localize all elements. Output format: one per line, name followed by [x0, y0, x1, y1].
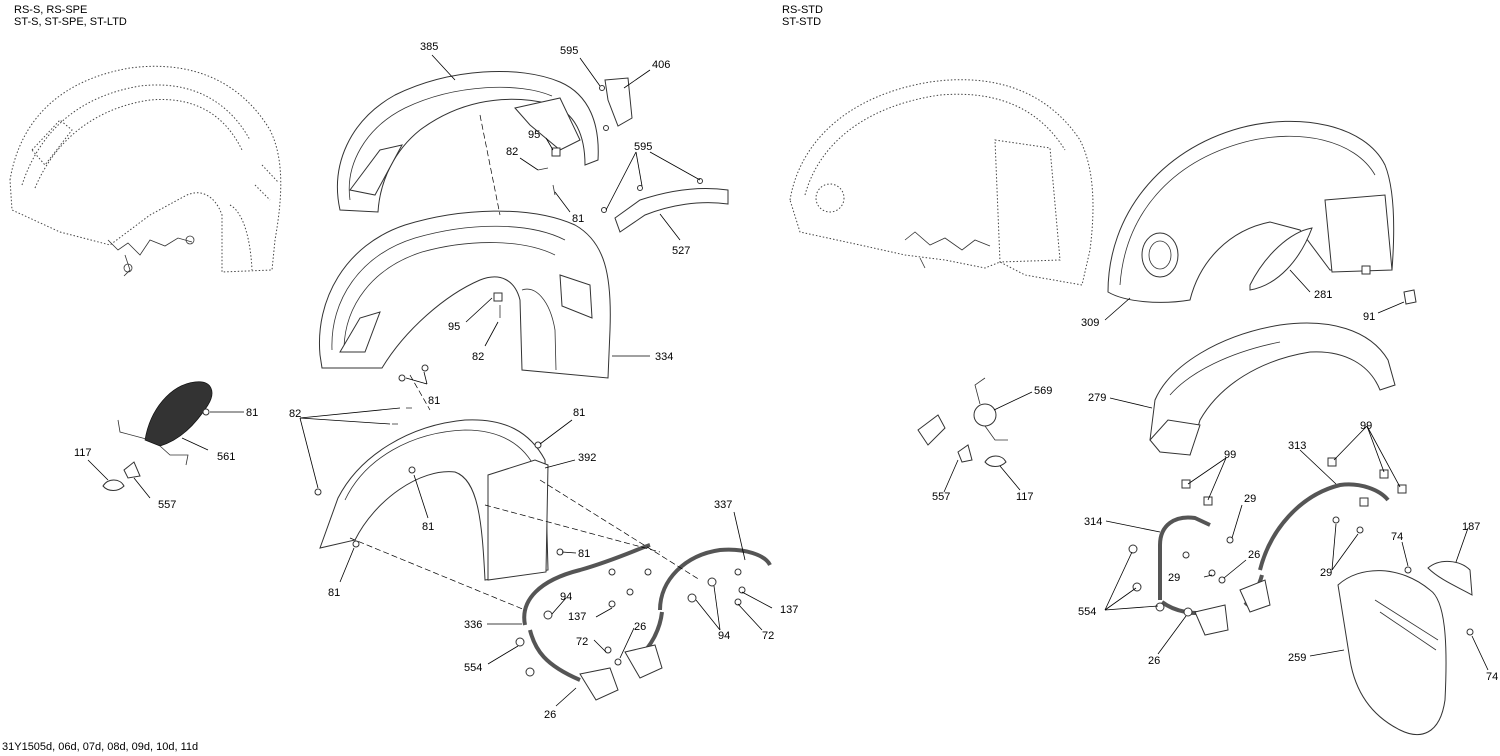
callout-26: 26 [1148, 655, 1160, 667]
callout-334: 334 [655, 351, 673, 363]
callout-81: 81 [422, 521, 434, 533]
callout-72: 72 [576, 636, 588, 648]
variant-label-left: RS-S, RS-SPE ST-S, ST-SPE, ST-LTD [14, 4, 127, 28]
callout-117: 117 [74, 447, 92, 459]
callout-337: 337 [714, 499, 732, 511]
part-259-side-panel [1337, 570, 1447, 735]
callout-554: 554 [464, 662, 482, 674]
ghost-fender-assembly-left [9, 65, 282, 277]
callout-95: 95 [528, 129, 540, 141]
callout-26: 26 [544, 709, 556, 721]
part-392-liner [319, 419, 549, 581]
part-334-fender [318, 210, 611, 379]
callout-74: 74 [1486, 671, 1498, 683]
callout-94: 94 [560, 591, 572, 603]
callout-187: 187 [1462, 521, 1480, 533]
part-557-bracket-right [957, 444, 973, 463]
callout-26: 26 [634, 621, 646, 633]
callout-137: 137 [568, 611, 586, 623]
ghost-fender-assembly-right [789, 79, 1094, 286]
callout-259: 259 [1288, 652, 1306, 664]
callout-94: 94 [718, 630, 730, 642]
part-557-bracket-left [123, 461, 141, 479]
callout-91: 91 [1363, 311, 1375, 323]
callout-313: 313 [1288, 440, 1306, 452]
callout-82: 82 [506, 146, 518, 158]
callout-99: 99 [1224, 449, 1236, 461]
leader-lines [87, 54, 1489, 707]
callout-557: 557 [158, 499, 176, 511]
callout-557: 557 [932, 491, 950, 503]
callout-314: 314 [1084, 516, 1102, 528]
part-569-harness [974, 377, 1008, 441]
part-117-gasket-right [984, 455, 1007, 467]
variant-line-1: RS-STD [782, 4, 823, 16]
callout-95: 95 [448, 321, 460, 333]
fasteners [202, 85, 1474, 677]
callout-82: 82 [289, 408, 301, 420]
callout-595: 595 [560, 45, 578, 57]
diagram-reference-code: 31Y1505d, 06d, 07d, 08d, 09d, 10d, 11d [2, 741, 199, 753]
callout-29: 29 [1320, 567, 1332, 579]
callout-406: 406 [652, 59, 670, 71]
part-406-trim [604, 77, 633, 127]
alignment-lines-left [349, 114, 701, 611]
callout-392: 392 [578, 452, 596, 464]
callout-29: 29 [1168, 572, 1180, 584]
callout-26: 26 [1248, 549, 1260, 561]
callout-309: 309 [1081, 317, 1099, 329]
part-91-clip [1403, 289, 1417, 305]
part-527-strip [614, 188, 729, 233]
part-ring-gasket [917, 414, 946, 446]
part-313-bracket [1239, 482, 1390, 613]
part-279-lower-fender [1149, 322, 1396, 456]
callout-385: 385 [420, 41, 438, 53]
callout-595: 595 [634, 141, 652, 153]
callout-81: 81 [328, 587, 340, 599]
callout-labels: 385 595 406 95 82 81 595 527 95 82 334 8… [74, 41, 1498, 721]
callout-281: 281 [1314, 289, 1332, 301]
callout-99: 99 [1360, 420, 1372, 432]
callout-137: 137 [780, 604, 798, 616]
callout-29: 29 [1244, 493, 1256, 505]
callout-81: 81 [572, 213, 584, 225]
callout-561: 561 [217, 451, 235, 463]
callout-336: 336 [464, 619, 482, 631]
part-561-light [117, 381, 213, 466]
part-187-trim [1427, 561, 1473, 596]
callout-569: 569 [1034, 385, 1052, 397]
callout-527: 527 [672, 245, 690, 257]
part-309-fender [1107, 120, 1395, 303]
part-281-lens [1249, 227, 1313, 291]
variant-label-right: RS-STD ST-STD [782, 4, 823, 28]
part-337-bracket [624, 547, 772, 679]
callout-279: 279 [1088, 392, 1106, 404]
callout-81: 81 [246, 407, 258, 419]
part-117-gasket-left [102, 479, 125, 491]
callout-81: 81 [428, 395, 440, 407]
variant-line-2: ST-S, ST-SPE, ST-LTD [14, 16, 127, 28]
part-385-upper-fender [336, 70, 599, 213]
variant-line-1: RS-S, RS-SPE [14, 4, 88, 16]
callout-82: 82 [472, 351, 484, 363]
callout-72: 72 [762, 630, 774, 642]
part-336-bracket [522, 543, 651, 701]
callout-74: 74 [1391, 531, 1403, 543]
callout-117: 117 [1016, 491, 1034, 503]
callout-81: 81 [573, 407, 585, 419]
variant-line-2: ST-STD [782, 16, 822, 28]
callout-81: 81 [578, 548, 590, 560]
part-569-emblem [973, 403, 997, 427]
callout-554: 554 [1078, 606, 1096, 618]
